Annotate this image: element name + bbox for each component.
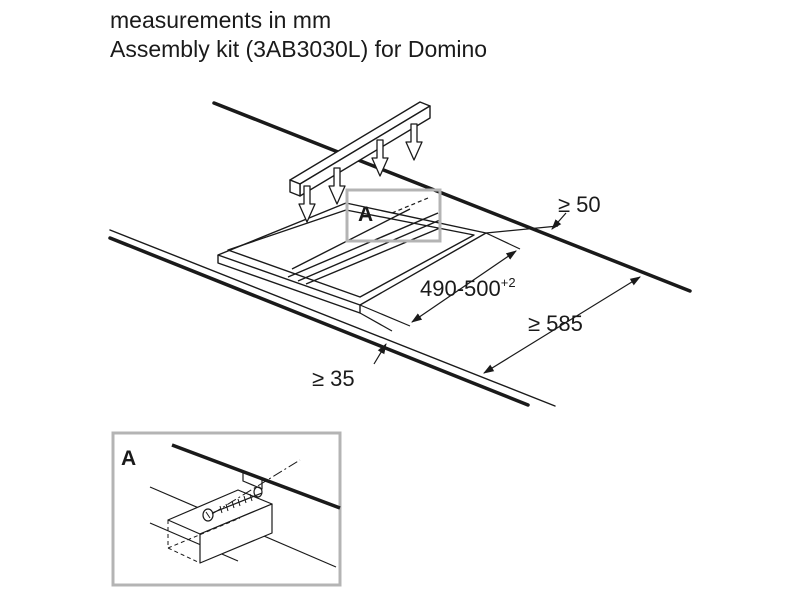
dim-front-arrow [373, 343, 387, 365]
dim-cutout-tolerance: +2 [501, 275, 516, 290]
dim-cutout-extension-front [359, 304, 411, 327]
assembly-bar-end-face [289, 179, 301, 197]
detail-bracket-hidden-edges [167, 517, 241, 564]
detail-worktop-edge [171, 443, 341, 510]
dimension-cutout-depth: 490-500+2 [359, 232, 521, 327]
fitting-arrows [298, 123, 423, 223]
fitting-arrow-1 [298, 185, 316, 223]
dim-back-arrow [551, 212, 567, 230]
support-bar-lower-3 [305, 227, 441, 285]
dim-cutout-line [411, 250, 517, 323]
dim-back-label: ≥ 50 [558, 192, 601, 217]
dim-front-label: ≥ 35 [312, 366, 355, 391]
detail-view-a: A [111, 431, 342, 587]
cutout-inner-outline [227, 209, 475, 298]
assembly-bar [289, 101, 431, 197]
dim-cutout-extension-back [485, 232, 521, 250]
support-bar-lower-1 [287, 212, 439, 278]
detail-screw-shaft [211, 492, 263, 514]
callout-a-screw-line [391, 197, 429, 214]
dimension-worktop-depth: ≥ 585 [483, 276, 641, 374]
dim-front-extension [359, 312, 393, 332]
dimension-front-clearance: ≥ 35 [312, 312, 393, 391]
dim-cutout-value: 490-500 [420, 276, 501, 301]
dim-depth-line [483, 276, 641, 374]
fitting-arrow-2 [328, 167, 346, 205]
detail-worktop-underside-2 [149, 522, 239, 562]
detail-view-label: A [121, 447, 136, 470]
header-measurements-note: measurements in mm [110, 7, 332, 33]
detail-centre-line [211, 459, 301, 515]
support-bar-upper-1 [291, 208, 411, 270]
fitting-arrow-3 [371, 139, 389, 177]
callout-a-label: A [358, 203, 373, 226]
dim-depth-label: ≥ 585 [528, 311, 583, 336]
header: measurements in mm Assembly kit (3AB3030… [110, 6, 487, 64]
dim-back-extension [485, 225, 559, 234]
worktop-front-edge [108, 236, 530, 407]
worktop-back-edge [212, 101, 692, 293]
worktop [108, 101, 692, 407]
detail-screw-thread [219, 493, 253, 514]
callout-a-frame [345, 188, 442, 243]
callout-a: A [345, 188, 442, 243]
detail-clip [242, 472, 263, 490]
dimension-back-clearance: ≥ 50 [485, 192, 601, 234]
cutout-side-step [217, 255, 361, 314]
dim-cutout-label: 490-500+2 [420, 275, 516, 301]
worktop-front-lower-edge [109, 229, 556, 407]
header-assembly-kit-title: Assembly kit (3AB3030L) for Domino [110, 36, 488, 62]
detail-screw-hole [253, 486, 263, 498]
detail-drawing [149, 443, 341, 568]
detail-bracket-front [199, 503, 273, 564]
fitting-arrow-4 [405, 123, 423, 161]
detail-screw-slot [205, 511, 211, 519]
support-bar-lower-2 [297, 219, 441, 282]
